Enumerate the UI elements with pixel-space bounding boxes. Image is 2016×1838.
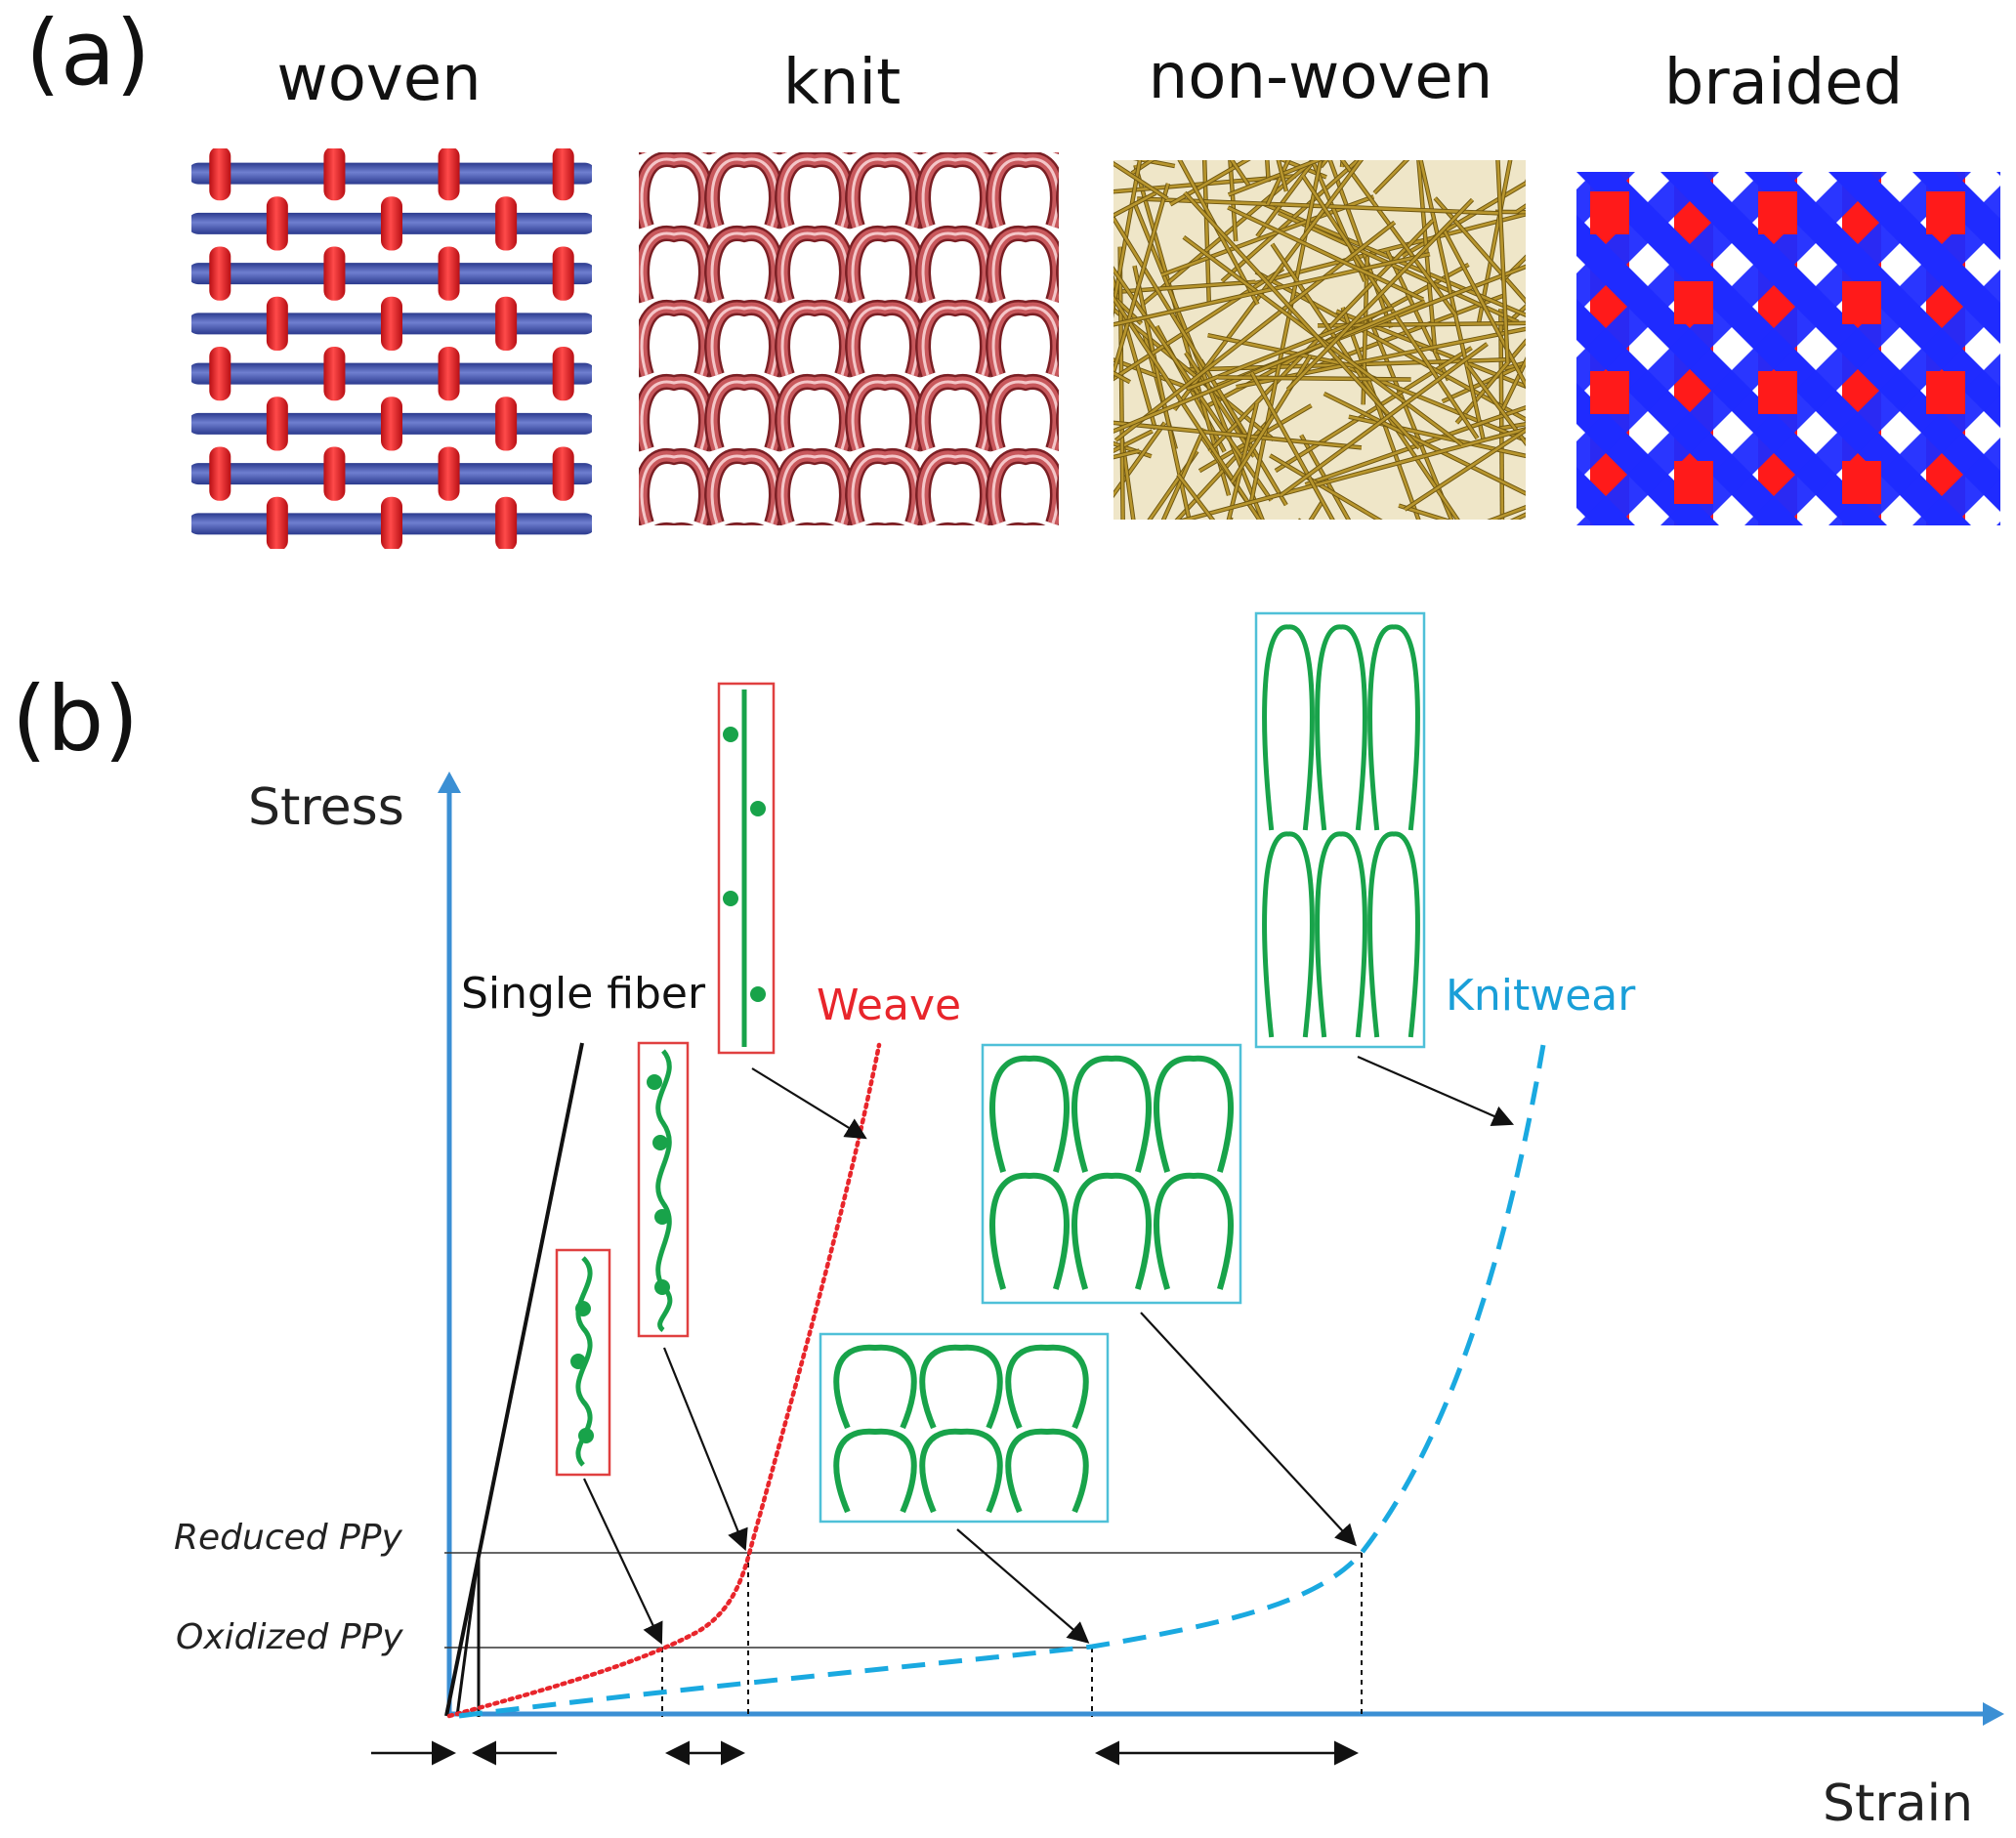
pointer-arrows [583, 1055, 1515, 1645]
braided-illustration [1576, 172, 2000, 525]
knitwear-label: Knitwear [1446, 971, 1636, 1021]
non-woven-illustration [1113, 160, 1526, 520]
knitwear-curve [458, 1044, 1546, 1719]
y-axis-label: Stress [248, 778, 404, 837]
woven-label: woven [276, 43, 481, 115]
x-axis-arrowhead [1983, 1702, 2004, 1726]
fiber-inset-wavy-small [555, 1248, 611, 1477]
non-woven-label: non-woven [1149, 41, 1493, 113]
weave-curve [446, 1042, 882, 1719]
single-fiber-label: Single fiber [461, 969, 706, 1019]
knit-inset-medium [981, 1043, 1242, 1305]
fiber-inset-straight [717, 682, 776, 1055]
weave-label: Weave [817, 981, 961, 1030]
y-axis-arrowhead [438, 772, 461, 793]
woven-illustration [191, 148, 592, 549]
knit-illustration [639, 152, 1059, 525]
reduced-ppy-label: Reduced PPy [174, 1518, 402, 1558]
panel-a-label: (a) [25, 1, 150, 105]
knit-inset-stretched [1254, 611, 1426, 1049]
single-fiber-curve [444, 1042, 584, 1717]
knit-inset-relaxed [819, 1332, 1110, 1524]
panel-b-label: (b) [12, 667, 139, 772]
braided-label: braided [1664, 47, 1904, 119]
oxidized-ppy-label: Oxidized PPy [176, 1617, 403, 1657]
knit-label: knit [783, 47, 902, 119]
drop-lines [661, 1553, 1363, 1717]
x-axis-label: Strain [1823, 1775, 1973, 1833]
fiber-inset-wavy-large [637, 1041, 690, 1338]
